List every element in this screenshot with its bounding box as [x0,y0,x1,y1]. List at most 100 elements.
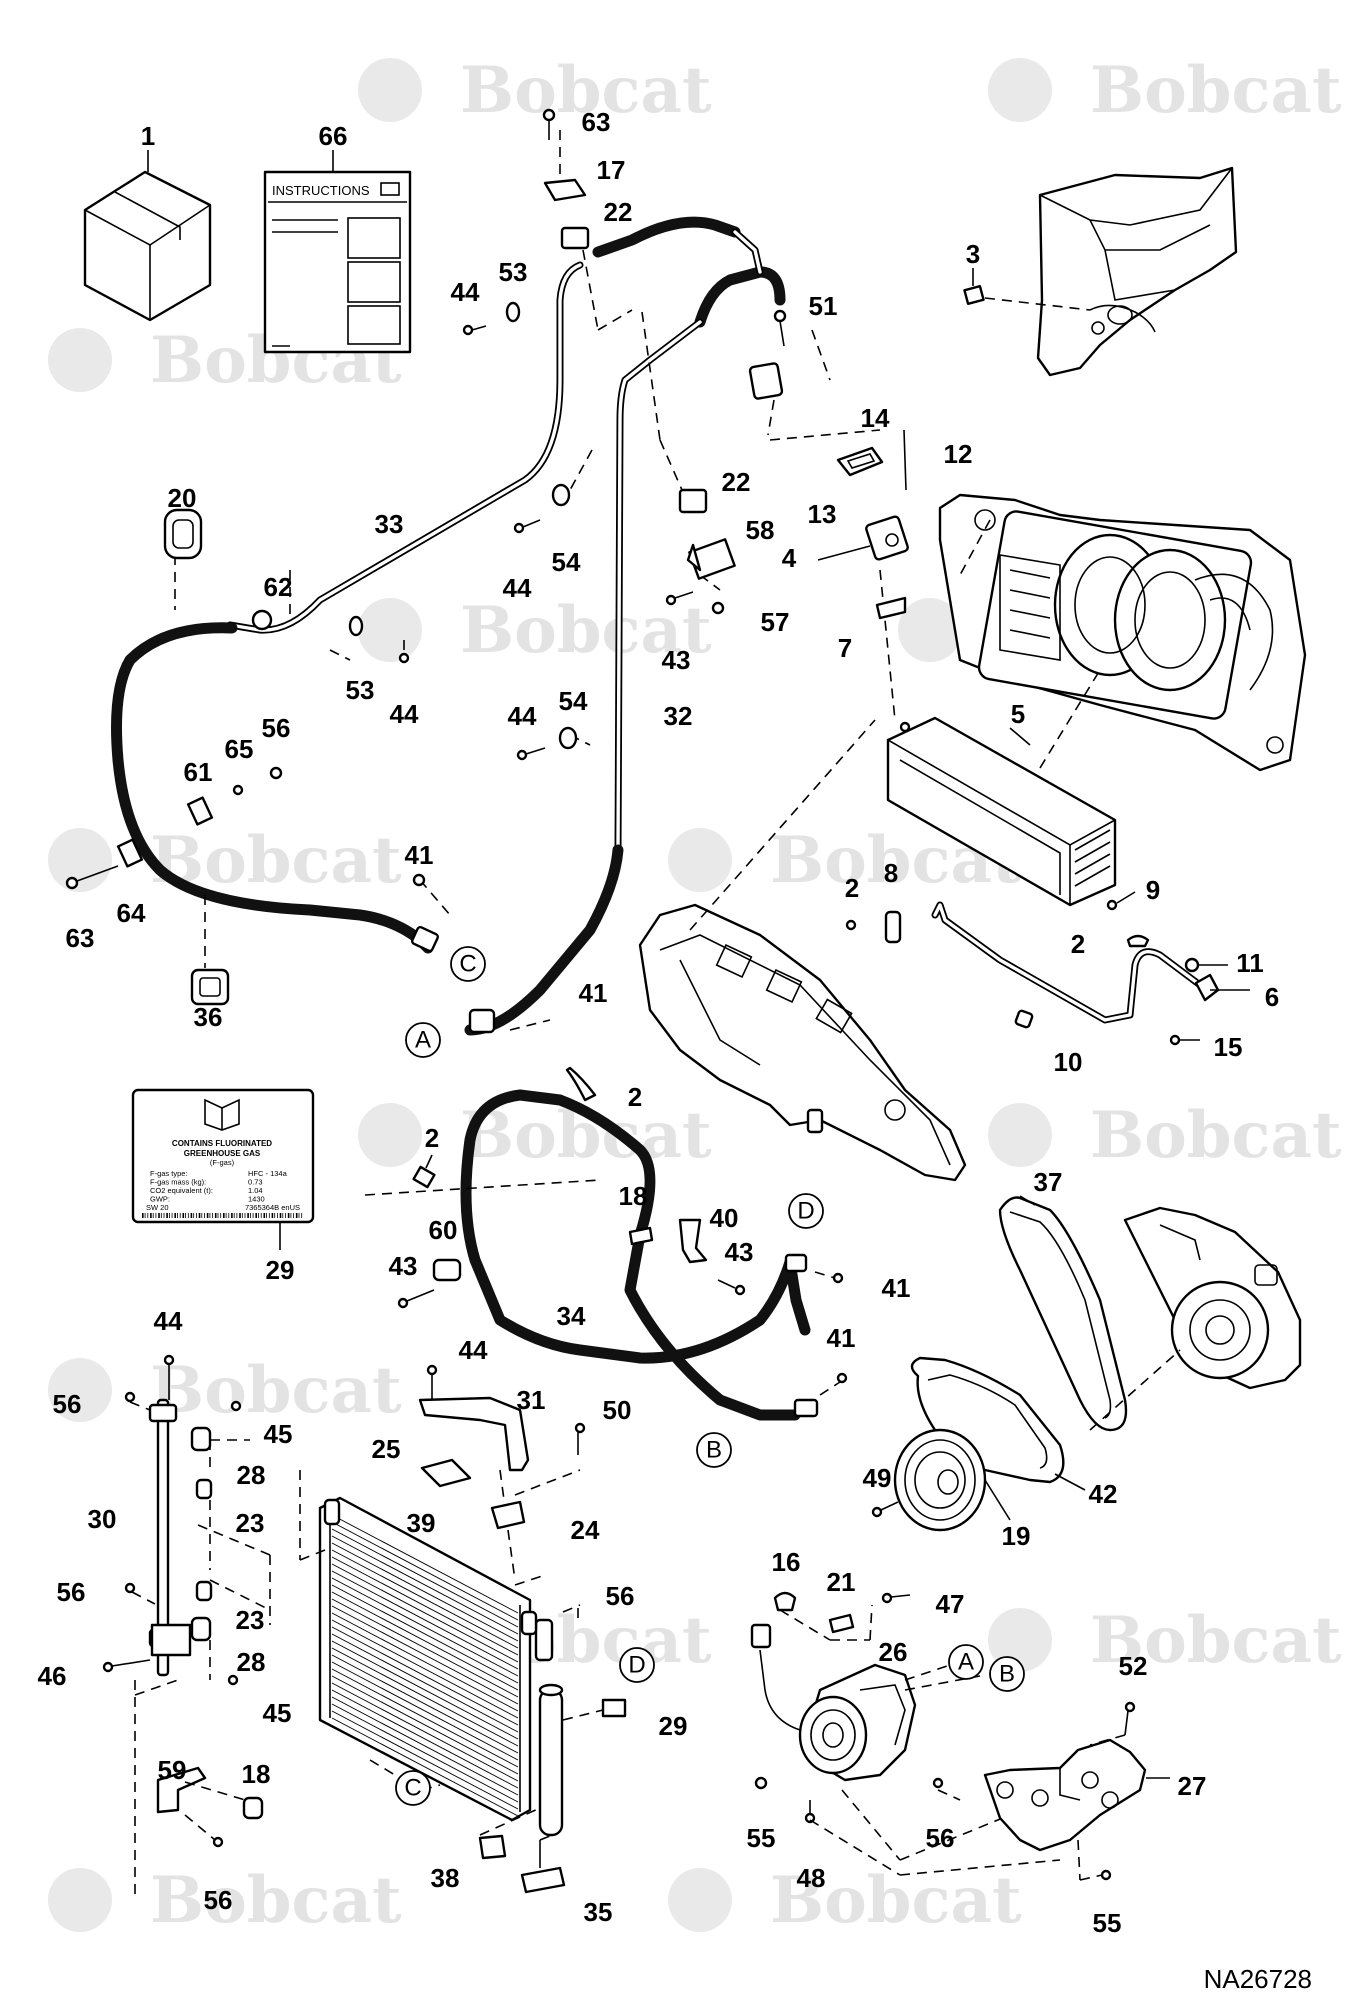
callout-number: 54 [552,547,581,577]
callout-number: 40 [710,1203,739,1233]
barcode-bar [179,1213,181,1218]
barcode-bar [239,1213,241,1218]
barcode-bar [301,1213,303,1218]
ref-letter: D [797,1197,814,1224]
barcode-bar [225,1213,227,1218]
barcode-bar [182,1213,185,1218]
callout-number: 54 [559,686,588,716]
condenser-fin-line [331,1542,519,1642]
callout-number: 56 [262,713,291,743]
condenser-fin-line [331,1633,519,1733]
callout-number: 17 [597,155,626,185]
condenser-brackets [102,1354,586,1900]
callout-number: 14 [861,403,890,433]
barcode-bar [155,1213,157,1218]
lower-hose-assembly [364,1066,848,1421]
callout-number: 41 [882,1273,911,1303]
callout-number: 44 [459,1335,488,1365]
callout-number: 48 [797,1863,826,1893]
callout-number: 31 [517,1385,546,1415]
ref-letter: C [459,950,476,977]
ref-circle [948,1644,984,1680]
callout-number: 64 [117,898,146,928]
callout-number: 11 [1236,948,1264,978]
barcode-bar [150,1213,152,1218]
watermark-logo-mark [988,1103,1052,1167]
callout-number: 8 [884,858,898,888]
fgas-footer-left: SW 20 [146,1203,169,1212]
fgas-row-label: F-gas type: [150,1169,188,1178]
barcode-bar [295,1213,298,1218]
watermark-text: Bobcat [150,1353,402,1428]
condenser-fins [331,1514,519,1817]
callout-number: 60 [429,1215,458,1245]
barcode-bar [214,1213,217,1218]
part-26-compressor [750,1591,1061,1876]
condenser-fin-line [331,1591,519,1691]
barcode-bar [171,1213,173,1218]
watermark-text: Bobcat [1090,1603,1342,1678]
callout-number: 28 [237,1460,266,1490]
callout-number: 65 [225,734,254,764]
callout-number: 36 [194,1002,223,1032]
callout-number: 15 [1214,1032,1243,1062]
barcode-bar [174,1213,176,1218]
fgas-row-value: 1.04 [248,1186,263,1195]
callout-number: 53 [346,675,375,705]
condenser-fin-line [331,1556,519,1656]
callout-number: 19 [1002,1521,1031,1551]
callout-number: 62 [264,572,293,602]
barcode-bar [231,1213,233,1218]
barcode-bar [177,1213,178,1218]
callout-number: 21 [827,1567,856,1597]
callout-number: 45 [264,1419,293,1449]
condenser-fin-line [331,1626,519,1726]
barcode-bar [271,1213,274,1218]
barcode-bar [290,1213,292,1218]
callout-number: 41 [827,1323,856,1353]
part-27-compressor-mount [983,1701,1170,1881]
callout-number: 56 [53,1389,82,1419]
fgas-barcode [142,1213,303,1218]
callout-number: 28 [237,1647,266,1677]
watermark-text: Bobcat [150,1863,402,1938]
ref-circle [989,1656,1025,1692]
condenser-fin-line [331,1598,519,1698]
barcode-bar [277,1213,278,1218]
watermark-text: Bobcat [1090,1098,1342,1173]
heater-tubing-and-clips [845,901,1250,1046]
barcode-bar [185,1213,186,1218]
callout-number: 23 [236,1605,265,1635]
callout-number: 35 [584,1897,613,1927]
condenser-fin-line [331,1563,519,1663]
callout-number: 18 [242,1759,271,1789]
watermark-logo-mark [988,1608,1052,1672]
condenser-fin-line [331,1710,519,1810]
barcode-bar [212,1213,213,1218]
callout-number: 63 [66,923,95,953]
barcode-bar [258,1213,259,1218]
callout-number: 57 [761,607,790,637]
callout-number: 56 [204,1885,233,1915]
fgas-row-value: 1430 [248,1195,265,1204]
barcode-bar [152,1213,154,1218]
callout-number: 45 [263,1698,292,1728]
barcode-bar [158,1213,160,1218]
callout-number: 44 [508,701,537,731]
watermark-logo-mark [668,1868,732,1932]
ref-letter: C [404,1774,421,1801]
callout-number: 63 [582,107,611,137]
ref-circle [696,1432,732,1468]
callout-number: 24 [571,1515,600,1545]
callout-number: 23 [236,1508,265,1538]
callout-number: 58 [746,515,775,545]
callout-number: 3 [966,239,980,269]
barcode-bar [169,1213,170,1218]
watermark-logo-mark [48,1358,112,1422]
watermark-text: Bobcat [460,53,712,128]
condenser-fin-line [331,1654,519,1754]
